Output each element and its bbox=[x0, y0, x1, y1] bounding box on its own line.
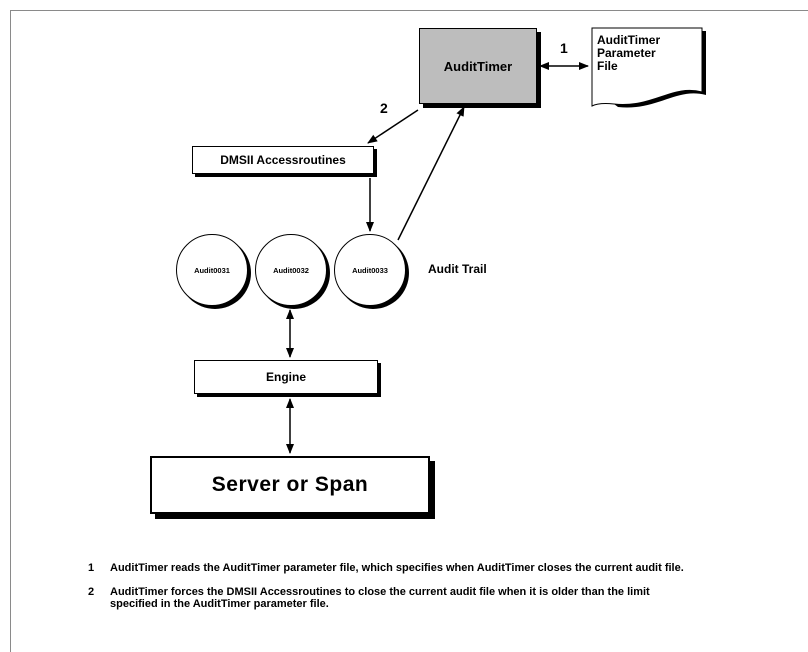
step-number-1: 1 bbox=[560, 40, 568, 56]
audit-trail-label: Audit Trail bbox=[428, 262, 487, 276]
audittimer-node: AuditTimer bbox=[419, 28, 537, 104]
audit-file-node: Audit0033 bbox=[334, 234, 406, 306]
step-number-2: 2 bbox=[380, 100, 388, 116]
arrow-audit0033-audittimer bbox=[397, 106, 465, 241]
arrow-audittimer-dmsii bbox=[367, 109, 419, 144]
note-text: AuditTimer reads the AuditTimer paramete… bbox=[110, 562, 684, 574]
audit-file-node: Audit0031 bbox=[176, 234, 248, 306]
note-number: 1 bbox=[88, 562, 95, 574]
note-text: AuditTimer forces the DMSII Accessroutin… bbox=[110, 586, 650, 610]
audittimer-label: AuditTimer bbox=[443, 58, 513, 74]
audit-file-node: Audit0032 bbox=[255, 234, 327, 306]
dmsii-accessroutines-node: DMSII Accessroutines bbox=[192, 146, 374, 174]
engine-node: Engine bbox=[194, 360, 378, 394]
diagram-frame bbox=[10, 10, 808, 652]
dmsii-label: DMSII Accessroutines bbox=[220, 153, 346, 167]
engine-label: Engine bbox=[265, 370, 306, 384]
server-label: Server or Span bbox=[211, 473, 369, 496]
note-number: 2 bbox=[88, 586, 95, 598]
note-item: 1 AuditTimer reads the AuditTimer parame… bbox=[88, 562, 688, 574]
parameter-file-label: AuditTimer Parameter File bbox=[597, 33, 661, 73]
server-or-span-node: Server or Span bbox=[150, 456, 430, 514]
notes-list: 1 AuditTimer reads the AuditTimer parame… bbox=[88, 562, 688, 622]
note-item: 2 AuditTimer forces the DMSII Accessrout… bbox=[88, 586, 688, 610]
